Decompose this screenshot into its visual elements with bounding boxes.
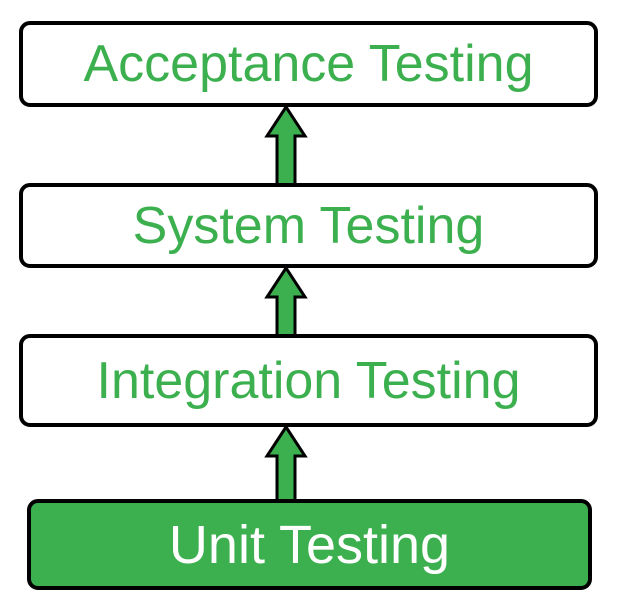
level-box-system-testing: System Testing — [19, 183, 598, 268]
up-arrow-icon — [264, 105, 308, 185]
level-label-acceptance-testing: Acceptance Testing — [83, 35, 534, 93]
level-label-system-testing: System Testing — [132, 196, 485, 255]
level-label-integration-testing: Integration Testing — [96, 351, 521, 410]
level-box-integration-testing: Integration Testing — [19, 334, 598, 427]
up-arrow-icon — [264, 425, 308, 504]
level-label-unit-testing: Unit Testing — [168, 514, 451, 575]
up-arrow-icon — [264, 266, 308, 336]
level-box-unit-testing: Unit Testing — [27, 499, 592, 590]
level-box-acceptance-testing: Acceptance Testing — [19, 21, 598, 107]
